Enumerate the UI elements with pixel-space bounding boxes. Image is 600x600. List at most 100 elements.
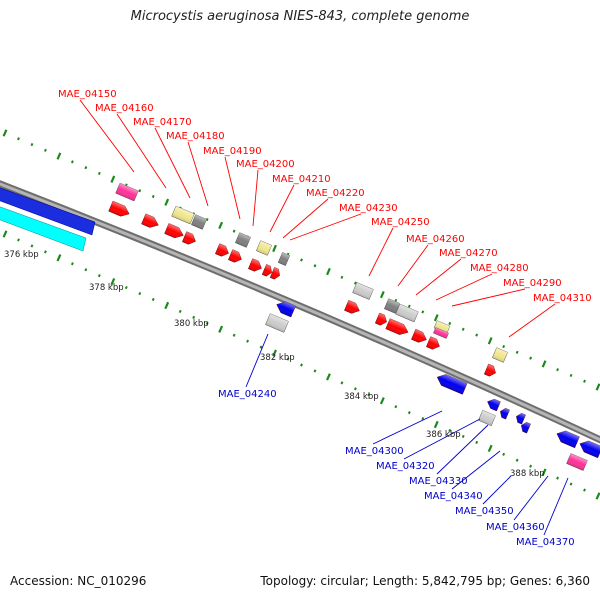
minor-tick	[421, 310, 425, 314]
minor-tick	[461, 434, 465, 439]
reverse-gene-arrow	[487, 398, 501, 412]
major-tick	[541, 468, 547, 476]
minor-tick	[232, 229, 236, 233]
minor-tick	[340, 275, 344, 279]
major-tick	[379, 290, 385, 299]
major-tick	[487, 444, 493, 453]
forward-leader-line	[269, 184, 295, 233]
reverse-leader-line	[372, 410, 443, 445]
reverse-gene-arrow	[436, 374, 468, 395]
forward-gene-arrow	[261, 264, 272, 277]
yellow-gene-box	[492, 347, 508, 363]
forward-gene-arrow	[228, 249, 242, 263]
yellow-gene-box	[256, 240, 272, 256]
accession-text: Accession: NC_010296	[10, 574, 147, 588]
kbp-label: 386 kbp	[426, 430, 461, 440]
reverse-gene-arrow	[500, 408, 510, 420]
kbp-label: 376 kbp	[4, 250, 39, 260]
major-tick	[164, 301, 170, 310]
minor-tick	[394, 405, 398, 409]
minor-tick	[300, 363, 303, 367]
minor-tick	[569, 482, 573, 486]
minor-tick	[138, 189, 142, 193]
major-tick	[110, 277, 116, 286]
minor-tick	[138, 291, 142, 296]
reverse-gene-label: MAE_04360	[486, 522, 545, 533]
forward-gene-label: MAE_04200	[236, 159, 295, 170]
major-tick	[218, 221, 224, 230]
reverse-gene-label: MAE_04370	[516, 537, 575, 548]
minor-tick	[515, 350, 519, 354]
forward-gene-arrow	[411, 328, 427, 343]
minor-tick	[84, 166, 88, 170]
minor-tick	[367, 393, 371, 397]
forward-gene-label: MAE_04280	[470, 263, 529, 274]
forward-gene-label: MAE_04270	[439, 248, 498, 259]
major-tick	[110, 175, 116, 183]
minor-tick	[178, 309, 182, 314]
minor-tick	[556, 476, 560, 480]
reverse-leader-line	[451, 450, 501, 490]
forward-gene-arrow	[248, 258, 262, 272]
minor-tick	[70, 160, 74, 164]
forward-gene-arrow	[164, 223, 184, 239]
minor-tick	[556, 368, 559, 372]
minor-tick	[475, 440, 479, 445]
reverse-gene-bar	[0, 187, 96, 236]
minor-tick	[44, 148, 47, 152]
pink-gene-box	[433, 327, 449, 339]
kbp-label: 384 kbp	[344, 392, 379, 402]
minor-tick	[246, 339, 250, 343]
gene-labels: MAE_04150MAE_04160MAE_04170MAE_04180MAE_…	[58, 89, 592, 548]
forward-gene-label: MAE_04150	[58, 89, 117, 100]
minor-tick	[353, 281, 357, 285]
minor-tick	[313, 369, 317, 373]
lightgray-gene-box	[395, 303, 419, 323]
major-tick	[595, 492, 600, 500]
major-tick	[272, 349, 277, 357]
forward-leader-line	[289, 213, 362, 241]
kbp-label: 380 kbp	[174, 319, 209, 329]
forward-gene-label: MAE_04230	[339, 203, 398, 214]
summary-text: Topology: circular; Length: 5,842,795 bp…	[260, 574, 590, 588]
major-tick	[326, 373, 331, 381]
reverse-gene-label: MAE_04240	[218, 389, 277, 400]
minor-tick	[30, 142, 34, 147]
reverse-gene-arrow	[556, 430, 580, 449]
gray-gene-box	[191, 214, 207, 230]
forward-gene-label: MAE_04250	[371, 217, 430, 228]
reverse-leader-line	[513, 475, 549, 521]
minor-tick	[286, 357, 290, 361]
reverse-gene-arrow	[516, 413, 526, 425]
minor-tick	[70, 262, 74, 266]
minor-tick	[43, 250, 47, 254]
forward-leader-line	[397, 244, 429, 287]
gray-gene-box	[235, 232, 251, 248]
minor-tick	[192, 315, 196, 319]
minor-tick	[97, 274, 101, 278]
reverse-gene-label: MAE_04340	[424, 491, 483, 502]
minor-tick	[340, 381, 344, 385]
reverse-gene-arrow	[579, 440, 600, 459]
reverse-gene-arrow	[521, 422, 531, 434]
forward-leader-line	[435, 273, 493, 301]
pink-gene-box	[566, 453, 588, 471]
forward-leader-line	[451, 288, 526, 307]
major-tick	[326, 267, 331, 276]
map-title: Microcystis aeruginosa NIES-843, complet…	[130, 9, 470, 24]
gray-gene-box	[384, 298, 400, 314]
minor-tick	[84, 268, 88, 272]
minor-tick	[30, 244, 34, 248]
minor-tick	[151, 194, 155, 199]
gene-glyphs	[108, 182, 600, 471]
lightgray-gene-box	[352, 282, 374, 300]
forward-gene-arrow	[108, 200, 130, 217]
gray-gene-box	[277, 252, 291, 266]
minor-tick	[205, 218, 209, 222]
forward-gene-arrow	[344, 299, 360, 314]
forward-leader-line	[508, 303, 556, 338]
minor-tick	[17, 238, 20, 242]
major-tick	[433, 314, 439, 322]
